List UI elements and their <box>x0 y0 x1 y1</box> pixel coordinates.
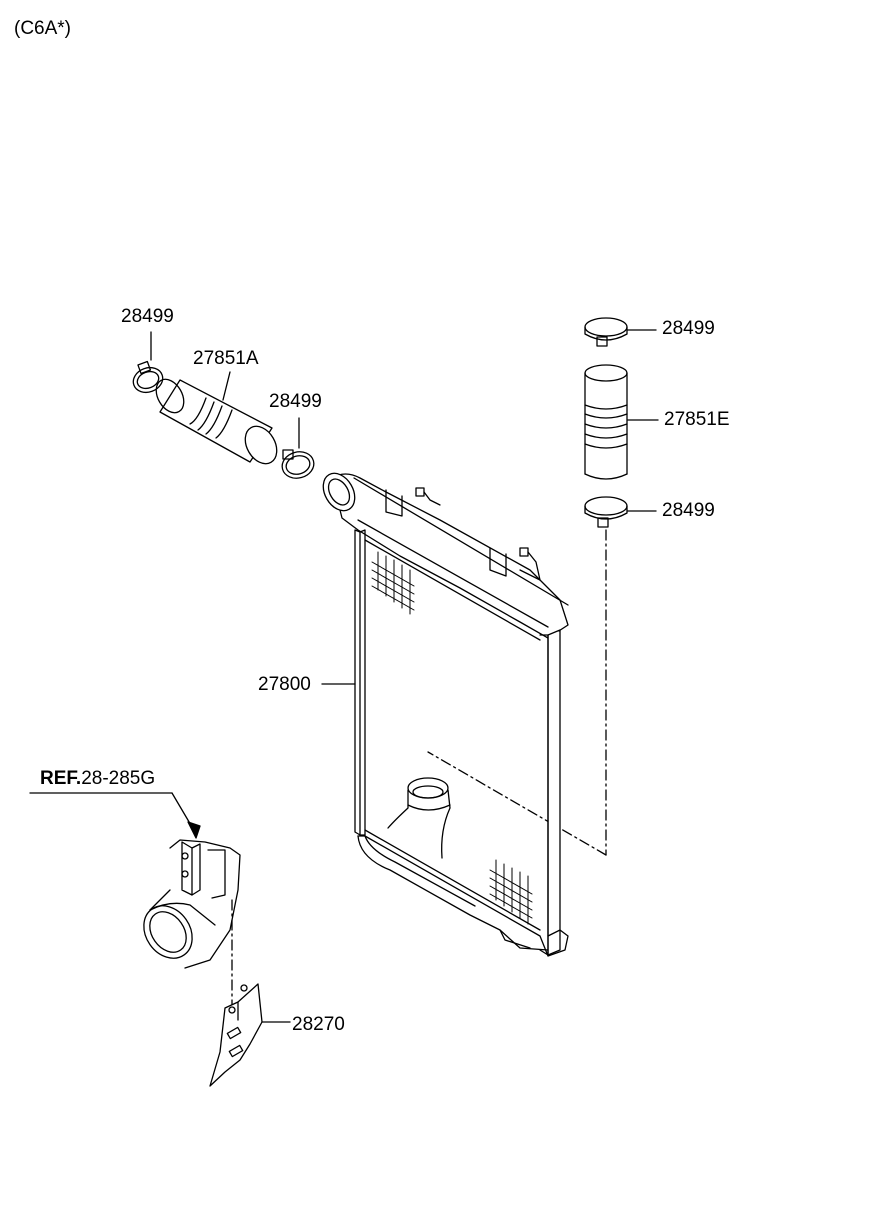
reference-prefix: REF. <box>40 768 82 789</box>
clamp-top-left <box>132 331 164 394</box>
core-fin-detail-bottom <box>489 859 533 925</box>
part-label-clamp-top-left[interactable]: 28499 <box>121 306 174 327</box>
part-label-clamp-mid-left[interactable]: 28499 <box>269 391 322 412</box>
alignment-line-right <box>427 529 607 856</box>
hose-right <box>584 364 659 480</box>
leader-hose-left <box>222 371 231 401</box>
reference-duct <box>29 792 241 969</box>
part-label-hose-left[interactable]: 27851A <box>193 348 259 369</box>
bracket <box>209 983 291 1087</box>
intercooler <box>321 472 569 957</box>
reference-label[interactable]: REF.28-285G <box>40 768 155 790</box>
part-label-hose-right[interactable]: 27851E <box>664 409 730 430</box>
part-label-clamp-lower-right[interactable]: 28499 <box>662 500 715 521</box>
clamp-mid-left <box>281 417 315 479</box>
variant-code: (C6A*) <box>14 18 72 39</box>
clamp-lower-right <box>584 496 657 528</box>
part-label-clamp-top-right[interactable]: 28499 <box>662 318 715 339</box>
clamp-top-right <box>584 317 657 347</box>
hose-left <box>155 371 278 465</box>
reference-code: 28-285G <box>81 768 156 789</box>
part-label-intercooler[interactable]: 27800 <box>258 674 311 695</box>
part-label-bracket[interactable]: 28270 <box>292 1014 345 1035</box>
core-fin-detail-top <box>371 551 415 615</box>
